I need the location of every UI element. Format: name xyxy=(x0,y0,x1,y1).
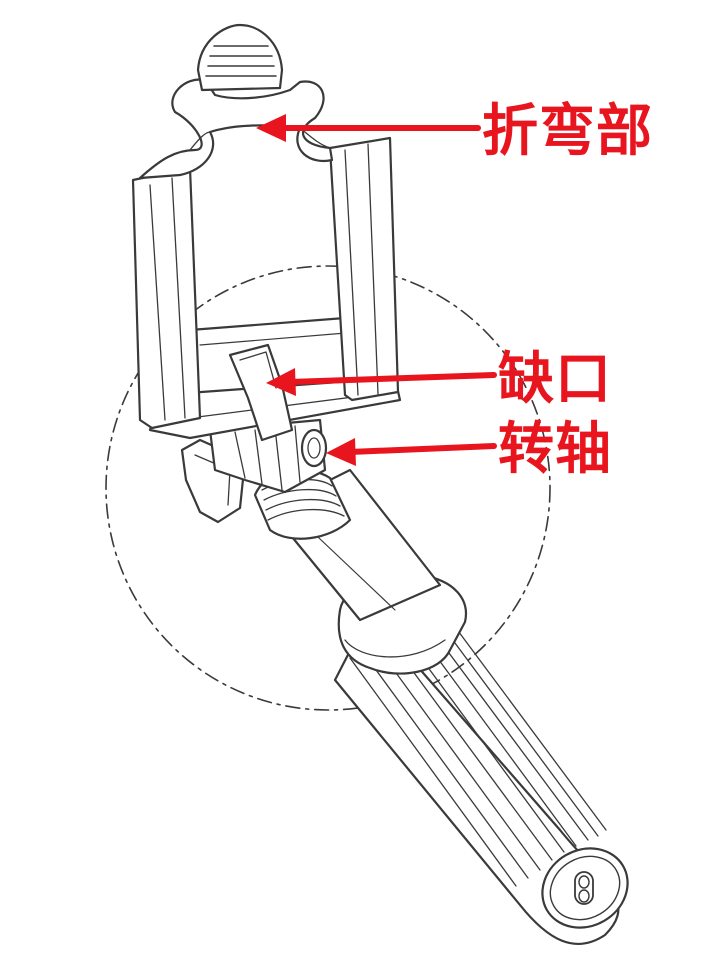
arrow-head-pivot xyxy=(326,438,356,466)
clamp-right-arm xyxy=(328,136,400,402)
arrow-head-bend xyxy=(256,114,286,142)
top-grip-cap xyxy=(196,23,284,92)
arrow-line-notch xyxy=(287,372,497,385)
detail-circle xyxy=(105,265,551,711)
clamp-left-arm xyxy=(131,166,202,430)
pivot-shaft xyxy=(300,428,328,468)
label-bend: 折弯部 xyxy=(482,99,653,164)
shutter-button-icon xyxy=(574,871,594,905)
hinge-assembly xyxy=(180,418,327,524)
label-notch: 缺口 xyxy=(498,347,612,412)
arrow-head-notch xyxy=(266,368,296,396)
arrow-line-pivot xyxy=(347,443,497,455)
annotation-arrows xyxy=(256,114,497,466)
label-pivot: 转轴 xyxy=(498,417,612,482)
clamp-notch xyxy=(228,343,294,442)
